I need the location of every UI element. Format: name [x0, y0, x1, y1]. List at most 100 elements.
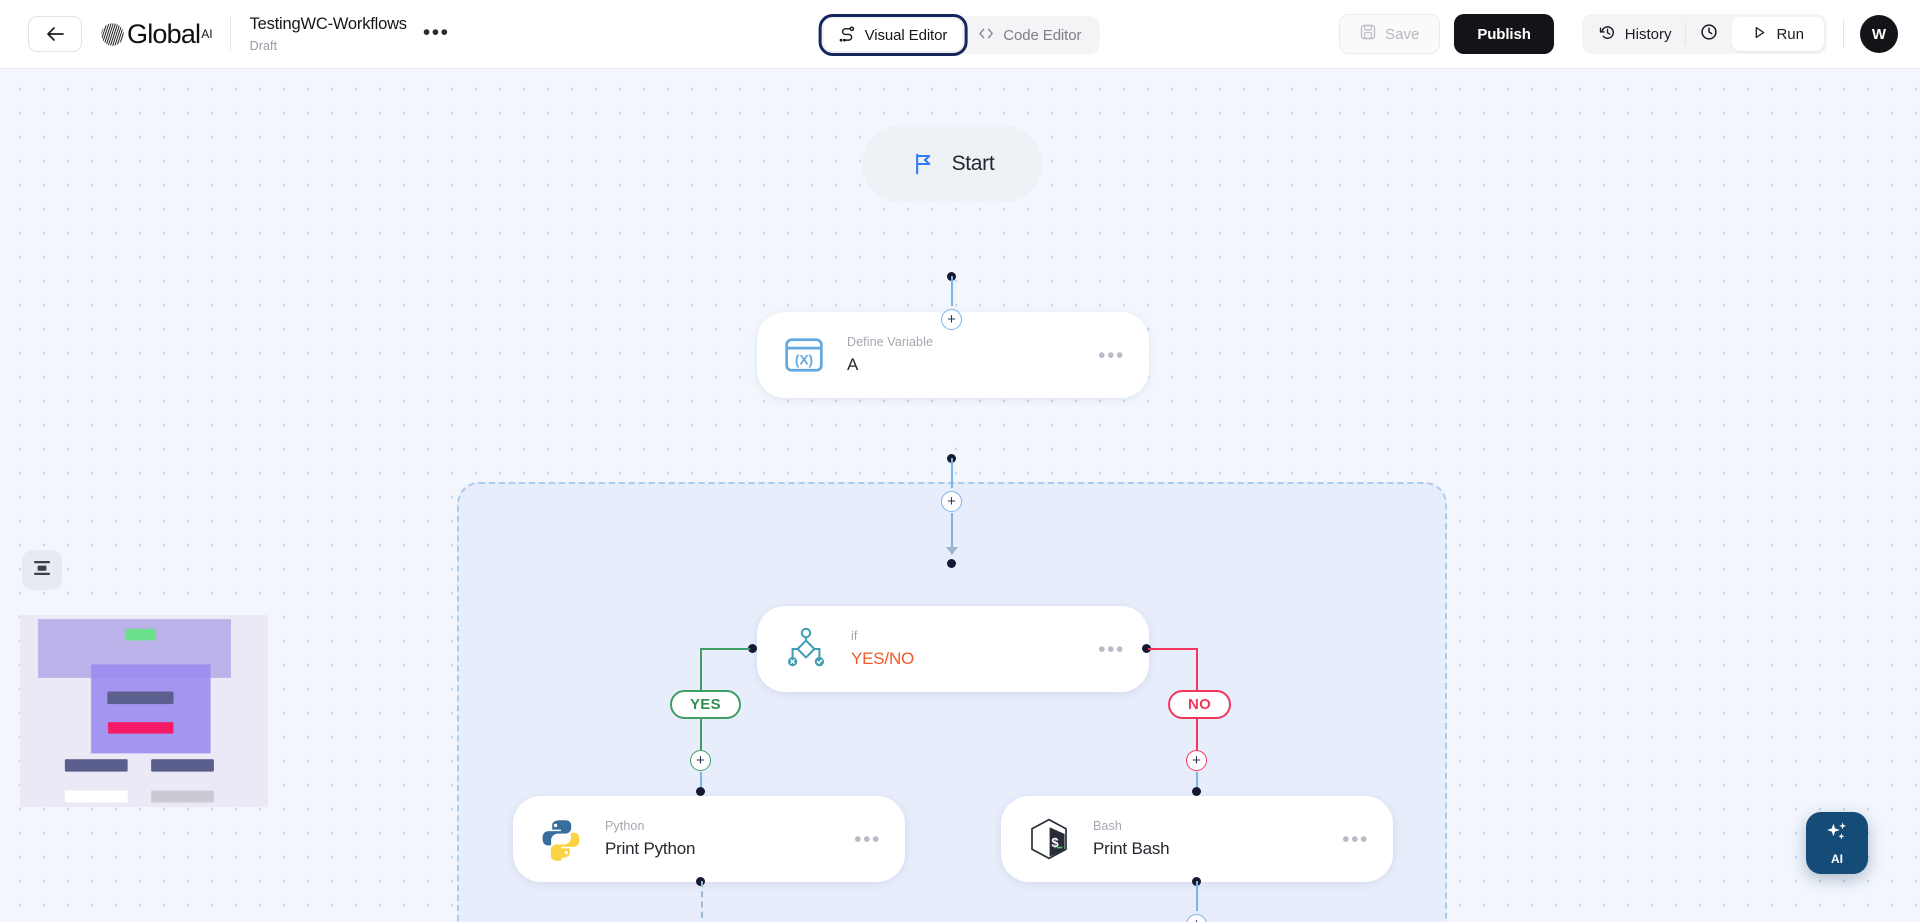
- minimap-node: [64, 790, 128, 803]
- node-menu-button[interactable]: •••: [1342, 827, 1369, 851]
- node-title: YES/NO: [851, 649, 915, 669]
- node-python[interactable]: Python Print Python •••: [513, 796, 905, 882]
- tab-code-editor-label: Code Editor: [1003, 26, 1082, 44]
- page-title: TestingWC-Workflows: [249, 15, 407, 34]
- flag-play-icon: [910, 151, 936, 177]
- workflow-canvas[interactable]: Start + (X) Define Variable A ••• +: [0, 69, 1920, 922]
- play-triangle-icon: [1752, 25, 1767, 44]
- node-if-text: if YES/NO: [851, 629, 914, 670]
- add-node-button[interactable]: +: [690, 750, 711, 771]
- node-subtitle: Bash: [1093, 818, 1122, 833]
- port-out[interactable]: [696, 877, 705, 886]
- minimap[interactable]: [20, 615, 268, 807]
- brand-superscript: AI: [201, 27, 213, 41]
- connector: [951, 513, 953, 550]
- port-in[interactable]: [1192, 787, 1201, 796]
- minimap-node: [64, 759, 128, 772]
- branch-diamond-icon: [783, 626, 829, 672]
- connector: [700, 772, 702, 790]
- minimap-toggle-icon: [32, 559, 52, 582]
- history-revert-icon: [1599, 24, 1616, 45]
- node-subtitle: Define Variable: [847, 334, 934, 349]
- connector-yes: [700, 648, 750, 650]
- variable-xbox-icon: (X): [783, 334, 825, 376]
- arrow-left-icon: [46, 26, 65, 42]
- tab-visual-editor[interactable]: Visual Editor: [818, 14, 968, 56]
- divider: [229, 17, 231, 51]
- node-define-variable-text: Define Variable A: [847, 335, 933, 376]
- connector-dashed: [701, 881, 703, 922]
- history-button[interactable]: History: [1585, 17, 1686, 51]
- tab-visual-editor-label: Visual Editor: [864, 26, 948, 44]
- minimap-group: [91, 664, 211, 754]
- connector: [1196, 881, 1198, 911]
- minimap-toggle-button[interactable]: [22, 550, 62, 590]
- svg-text:$: $: [1051, 835, 1059, 850]
- add-node-button[interactable]: +: [941, 309, 962, 330]
- code-brackets-icon: [977, 25, 994, 46]
- node-start-label: Start: [951, 152, 995, 175]
- connector-no: [1196, 719, 1198, 759]
- connector-yes: [700, 719, 702, 759]
- run-button-label: Run: [1776, 25, 1804, 43]
- node-bash[interactable]: $ Bash Print Bash •••: [1001, 796, 1393, 882]
- branch-badge-yes[interactable]: YES: [670, 690, 741, 719]
- save-button[interactable]: Save: [1339, 14, 1441, 54]
- save-button-label: Save: [1385, 25, 1420, 43]
- node-start[interactable]: Start: [862, 125, 1042, 203]
- bash-logo-icon: $: [1027, 817, 1071, 861]
- clock-icon: [1700, 23, 1718, 45]
- ai-assistant-label: AI: [1831, 851, 1843, 866]
- node-title: Print Python: [605, 839, 696, 859]
- node-if-condition[interactable]: if YES/NO •••: [757, 606, 1149, 692]
- python-logo-icon: [539, 817, 583, 861]
- minimap-node: [107, 691, 174, 705]
- minimap-node: [151, 790, 214, 803]
- sparkles-icon: [1824, 821, 1850, 850]
- avatar[interactable]: W: [1860, 15, 1898, 53]
- node-menu-button[interactable]: •••: [854, 827, 881, 851]
- brand-logo: Global AI: [100, 19, 213, 50]
- node-menu-button[interactable]: •••: [1098, 343, 1125, 367]
- port-yes[interactable]: [748, 644, 757, 653]
- globe-striped-logo-icon: [100, 22, 125, 47]
- divider: [1685, 23, 1687, 45]
- node-subtitle: Python: [605, 818, 645, 833]
- brand-name: Global: [127, 18, 201, 49]
- workflow-title-block: TestingWC-Workflows Draft: [250, 15, 407, 53]
- minimap-node-start: [125, 628, 156, 641]
- node-title: Print Bash: [1093, 839, 1170, 859]
- divider: [1843, 19, 1844, 49]
- minimap-node: [151, 759, 214, 772]
- connector: [951, 276, 953, 306]
- run-controls-group: History: [1581, 14, 1827, 54]
- port-in[interactable]: [696, 787, 705, 796]
- workflow-menu-button[interactable]: •••: [422, 20, 450, 44]
- floppy-save-icon: [1360, 24, 1376, 44]
- node-title: A: [847, 355, 859, 375]
- back-button[interactable]: [28, 16, 82, 52]
- tab-code-editor[interactable]: Code Editor: [962, 19, 1096, 51]
- publish-button[interactable]: Publish: [1454, 14, 1554, 54]
- connector-no: [1148, 648, 1198, 650]
- port-in[interactable]: [947, 559, 956, 568]
- connector: [1196, 772, 1198, 790]
- schedule-button[interactable]: [1686, 17, 1732, 51]
- branch-badge-no[interactable]: NO: [1168, 690, 1232, 719]
- connector-yes: [700, 648, 702, 704]
- port-no[interactable]: [1142, 644, 1151, 653]
- connector-no: [1196, 648, 1198, 704]
- connector: [951, 458, 953, 488]
- node-bash-text: Bash Print Bash: [1093, 818, 1170, 860]
- publish-button-label: Publish: [1477, 25, 1531, 43]
- node-subtitle: if: [851, 628, 858, 643]
- add-node-button[interactable]: +: [941, 491, 962, 512]
- node-menu-button[interactable]: •••: [1098, 637, 1125, 661]
- add-node-button[interactable]: +: [1186, 750, 1207, 771]
- run-button[interactable]: Run: [1732, 17, 1824, 51]
- arrow-icon: [946, 547, 958, 555]
- workflow-route-icon: [839, 25, 856, 46]
- ai-assistant-button[interactable]: AI: [1806, 812, 1868, 874]
- toolbar-actions: Save Publish History: [1339, 14, 1920, 54]
- status-badge: Draft: [249, 38, 278, 53]
